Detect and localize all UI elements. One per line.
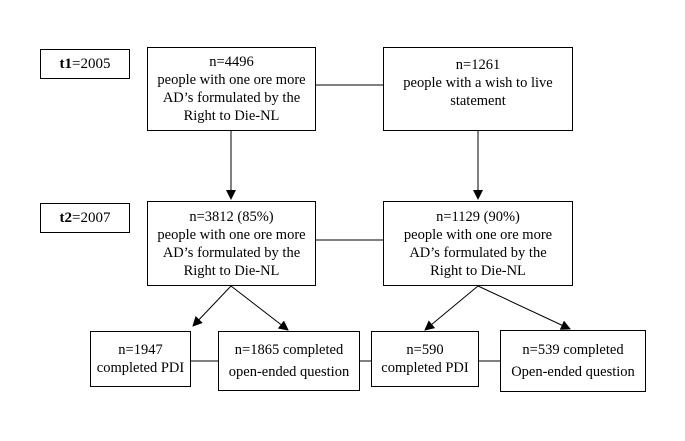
box-line: n=539 completed xyxy=(522,342,624,358)
box-line: AD’s formulated by the xyxy=(409,244,547,261)
box-line: n=1261 xyxy=(455,57,501,73)
box-t2-left: n=3812 (85%) people with one ore more AD… xyxy=(147,201,316,286)
box-line: n=1865 completed xyxy=(234,342,344,358)
time-label-t2-bold: t2 xyxy=(59,209,73,226)
box-line: completed PDI xyxy=(381,360,469,376)
time-label-t2: t2=2007 xyxy=(40,203,130,233)
time-label-t1-bold: t1 xyxy=(59,55,73,72)
box-line: completed PDI xyxy=(96,360,185,376)
box-line: Right to Die-NL xyxy=(183,108,280,124)
time-label-t1-year: =2005 xyxy=(72,55,111,72)
box-completed-pdi-590: n=590 completed PDI xyxy=(371,331,479,387)
time-label-t2-year: =2007 xyxy=(72,209,111,226)
box-line: people with one ore more xyxy=(157,72,306,88)
box-line: AD’s formulated by the xyxy=(162,244,301,261)
box-line: Right to Die-NL xyxy=(430,262,526,279)
arrow-to-b4 xyxy=(477,285,571,330)
box-line: n=3812 (85%) xyxy=(189,208,274,225)
arrow-to-b2 xyxy=(230,285,289,331)
box-line: people with one ore more xyxy=(403,226,553,243)
box-line: AD’s formulated by the xyxy=(162,90,301,106)
box-open-ended-539: n=539 completed Open-ended question xyxy=(500,330,646,392)
box-t1-wish-to-live: n=1261 people with a wish to live statem… xyxy=(383,47,573,131)
box-t2-right: n=1129 (90%) people with one ore more AD… xyxy=(383,201,573,286)
arrow-to-b1 xyxy=(192,285,232,327)
box-line: n=1947 xyxy=(118,342,163,358)
box-t1-right-to-die: n=4496 people with one ore more AD’s for… xyxy=(147,47,316,131)
box-line: open-ended question xyxy=(228,364,350,380)
box-open-ended-1865: n=1865 completed open-ended question xyxy=(218,331,360,391)
box-line: n=590 xyxy=(406,342,444,358)
box-line: n=1129 (90%) xyxy=(436,208,520,225)
time-label-t1: t1=2005 xyxy=(40,49,130,79)
box-completed-pdi-1947: n=1947 completed PDI xyxy=(90,331,191,387)
box-line: statement xyxy=(450,93,506,109)
box-line: people with a wish to live xyxy=(403,75,553,91)
box-line: n=4496 xyxy=(209,54,254,70)
arrow-to-b3 xyxy=(424,285,479,331)
box-line: Open-ended question xyxy=(511,364,635,380)
box-line: Right to Die-NL xyxy=(183,262,280,279)
box-line: people with one ore more xyxy=(157,226,306,243)
